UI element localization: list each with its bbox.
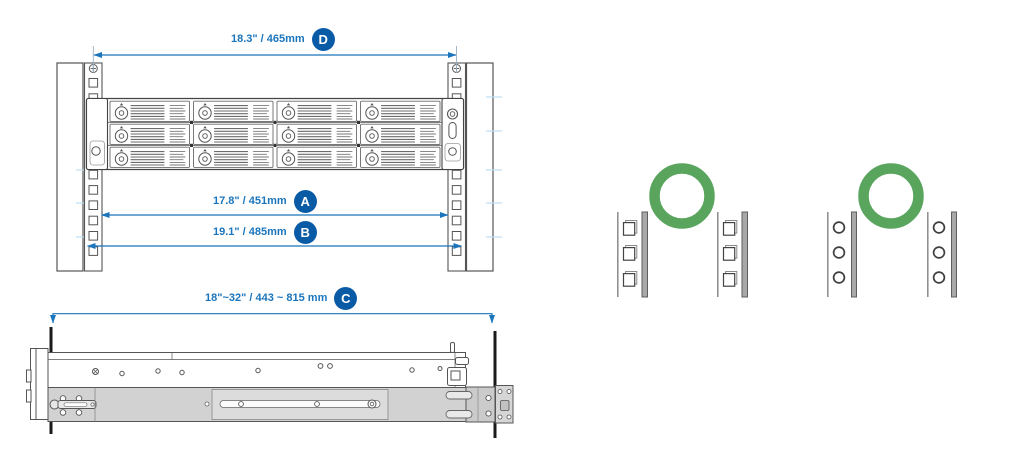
drive-tray [192,100,274,122]
dimension-lines-front [87,46,462,249]
slide-rail [47,385,514,424]
chassis-screws [92,363,443,377]
dimension-badge-a: A [293,190,317,213]
square-hole-post [718,212,748,297]
drive-tray [276,146,358,168]
front-view [56,46,502,272]
square-hole-post [618,212,648,297]
dimension-label-d: 18.3" / 465mm D [231,28,335,51]
side-view [26,313,514,438]
dimension-line-c [50,313,495,324]
dimension-label-a: 17.8" / 451mm A [213,190,317,213]
square-hole-rack-illustration [618,163,748,298]
dimension-text: 19.1" / 485mm [213,226,287,238]
nas-chassis-front [85,97,465,171]
status-led-slot-icon [448,122,457,139]
right-mounting-ear [441,97,465,171]
round-hole-rack-illustration [826,163,958,298]
dimension-badge-d: D [311,28,335,51]
drive-tray [276,100,358,122]
rail-front-latch [49,395,97,416]
rail-rear-bracket [445,385,514,424]
dimension-label-c: 18"~32" / 443 ~ 815 mm C [205,287,358,310]
compatible-circle-icon [649,163,715,229]
drive-tray [109,146,191,168]
drive-tray [192,123,274,145]
dimension-text: 18"~32" / 443 ~ 815 mm [205,292,328,304]
right-rack-frame [465,62,494,272]
dimension-label-b: 19.1" / 485mm B [213,221,317,244]
drive-tray [359,146,441,168]
drive-tray [192,146,274,168]
drive-tray [276,123,358,145]
chassis-side-body [26,342,469,420]
drive-tray [359,100,441,122]
drive-tray [359,123,441,145]
dimension-badge-b: B [293,221,317,244]
left-rack-frame [56,62,84,272]
compatible-circle-icon [858,163,924,229]
round-hole-post [926,211,958,298]
dimension-text: 18.3" / 465mm [231,33,305,45]
round-hole-post [826,211,858,298]
power-button-icon [446,108,459,120]
dimension-text: 17.8" / 451mm [213,195,287,207]
dimension-badge-c: C [334,287,358,310]
left-mounting-ear [85,97,109,171]
thumbscrew-icon [448,147,457,156]
drive-tray [109,100,191,122]
drive-tray [109,123,191,145]
